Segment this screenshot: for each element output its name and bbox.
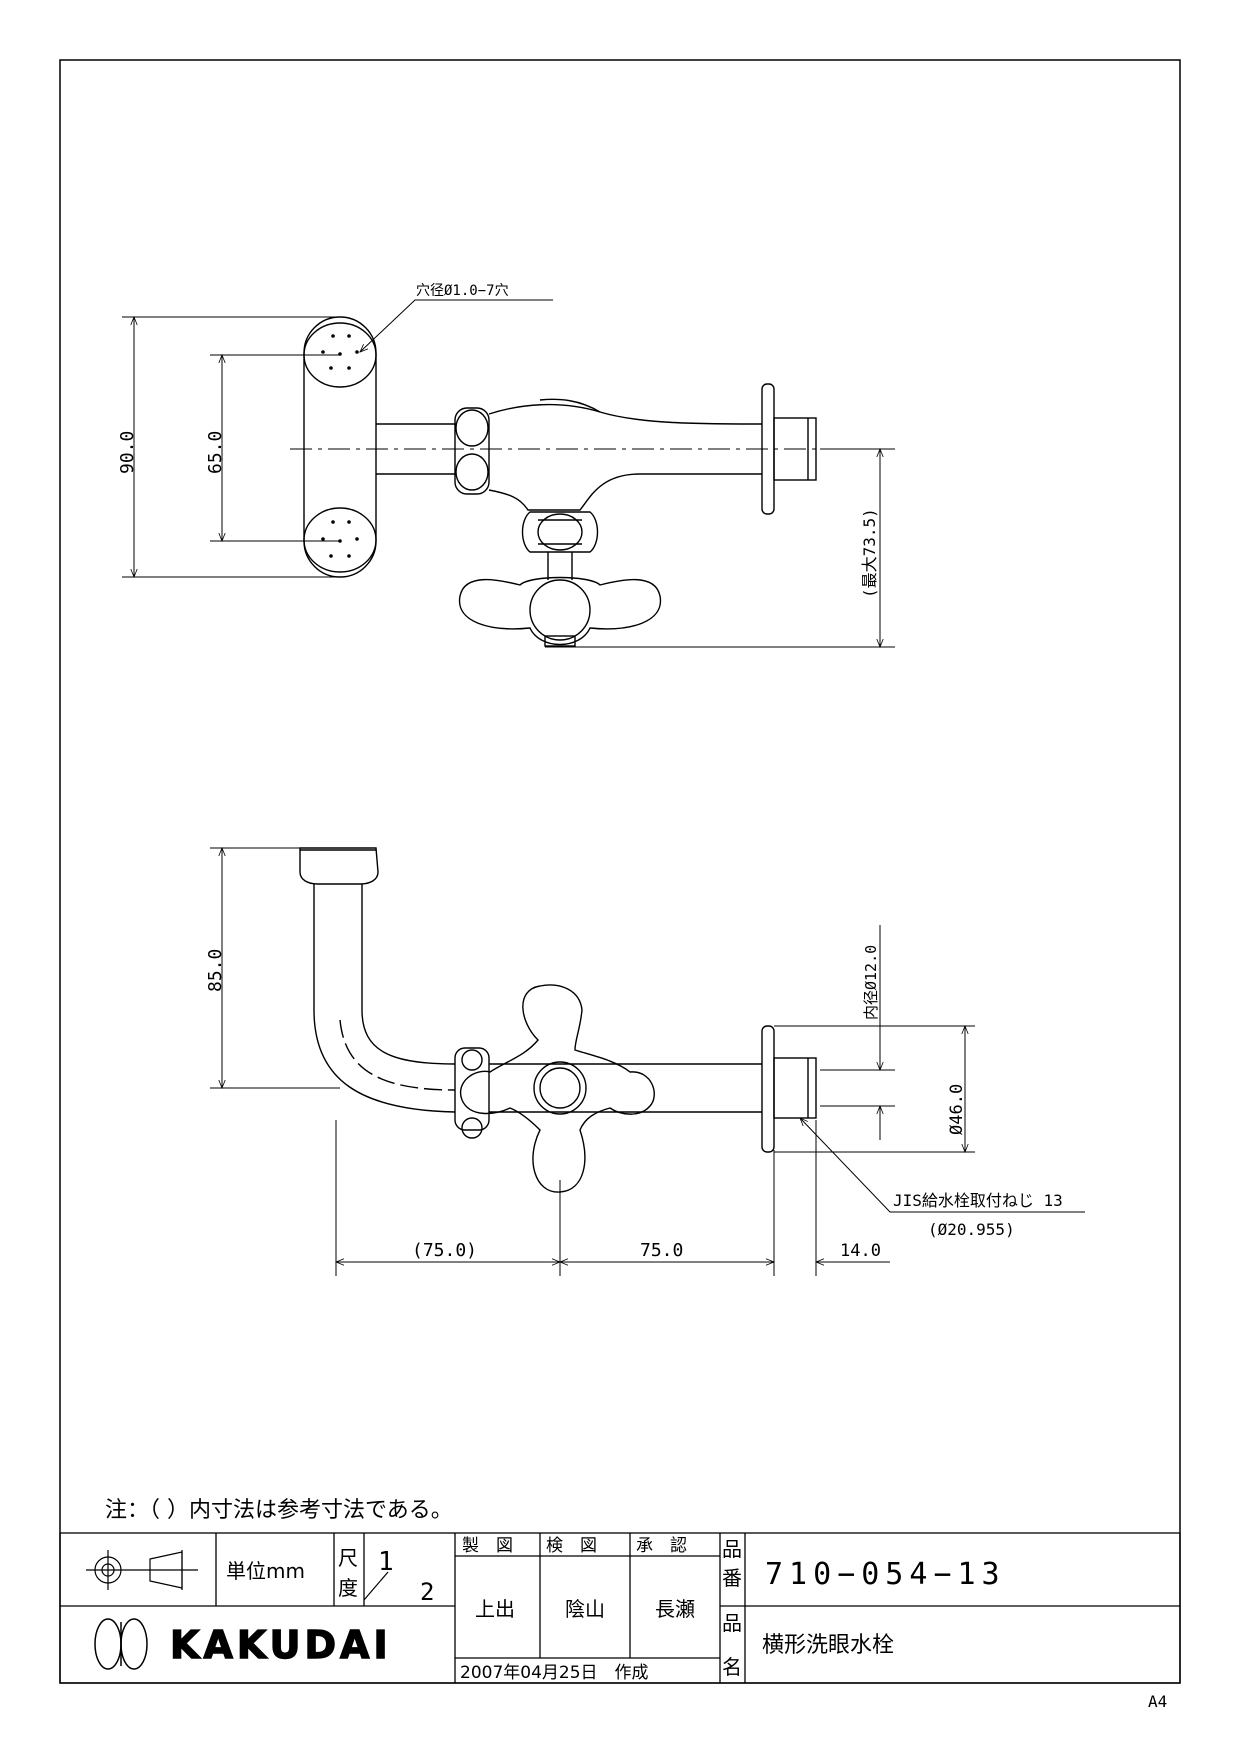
kakudai-logo-mark <box>94 1618 148 1670</box>
header-drawn: 製 図 <box>462 1536 513 1556</box>
top-view-dimensions <box>122 299 895 647</box>
checked-by: 陰山 <box>565 1597 605 1621</box>
handle-side <box>458 576 662 646</box>
spray-head-cap <box>299 847 379 885</box>
dim-85: 85.0 <box>205 949 226 992</box>
dim-thread-dia: (Ø20.955) <box>928 1220 1015 1239</box>
product-name: 横形洗眼水栓 <box>762 1633 894 1658</box>
dim-jis-thread: JIS給水栓取付ねじ 13 <box>893 1191 1063 1210</box>
scale-label-2: 度 <box>338 1576 358 1600</box>
front-view <box>299 847 817 1193</box>
approved-by: 長瀬 <box>655 1597 695 1621</box>
name-label-1: 品 <box>722 1611 742 1635</box>
drawn-by: 上出 <box>475 1597 515 1621</box>
part-number: 710−054−13 <box>765 1557 1006 1592</box>
cross-handle <box>459 984 655 1193</box>
dim-hole-note: 穴径Ø1.0−7穴 <box>416 283 509 299</box>
dim-max-73-5: (最大73.5) <box>860 508 879 598</box>
header-approved: 承 認 <box>636 1536 687 1556</box>
scale-numerator: 1 <box>378 1547 394 1577</box>
dim-65: 65.0 <box>205 431 226 474</box>
sheet-border <box>59 59 1181 1684</box>
reference-note: 注：（ ）内寸法は参考寸法である。 <box>105 1498 453 1523</box>
dim-75: 75.0 <box>640 1240 683 1261</box>
scale-label-1: 尺 <box>338 1546 358 1570</box>
front-view-dimensions <box>210 848 1085 1276</box>
eyewash-head <box>303 316 377 578</box>
scale-denominator: 2 <box>420 1578 434 1606</box>
top-view <box>290 316 860 647</box>
name-label-2: 名 <box>722 1655 742 1679</box>
title-block <box>59 1532 1181 1684</box>
part-no-label-2: 番 <box>722 1566 742 1590</box>
kakudai-logo-text: KAKUDAI <box>170 1623 392 1667</box>
dim-90: 90.0 <box>117 431 138 474</box>
dim-46: Ø46.0 <box>947 1084 967 1135</box>
nozzle-holes-top <box>321 334 359 370</box>
dim-14: 14.0 <box>840 1241 881 1261</box>
creation-date: 2007年04月25日 作成 <box>460 1663 649 1683</box>
nozzle-holes-bottom <box>321 520 359 558</box>
unit-label: 単位mm <box>226 1559 305 1583</box>
sheet-size: A4 <box>1148 1692 1167 1711</box>
header-checked: 検 図 <box>546 1536 597 1556</box>
dim-inner-dia: 内径Ø12.0 <box>862 945 880 1020</box>
dim-75-ref: (75.0) <box>412 1240 477 1261</box>
projection-symbol <box>86 1550 198 1590</box>
part-no-label-1: 品 <box>722 1537 742 1561</box>
